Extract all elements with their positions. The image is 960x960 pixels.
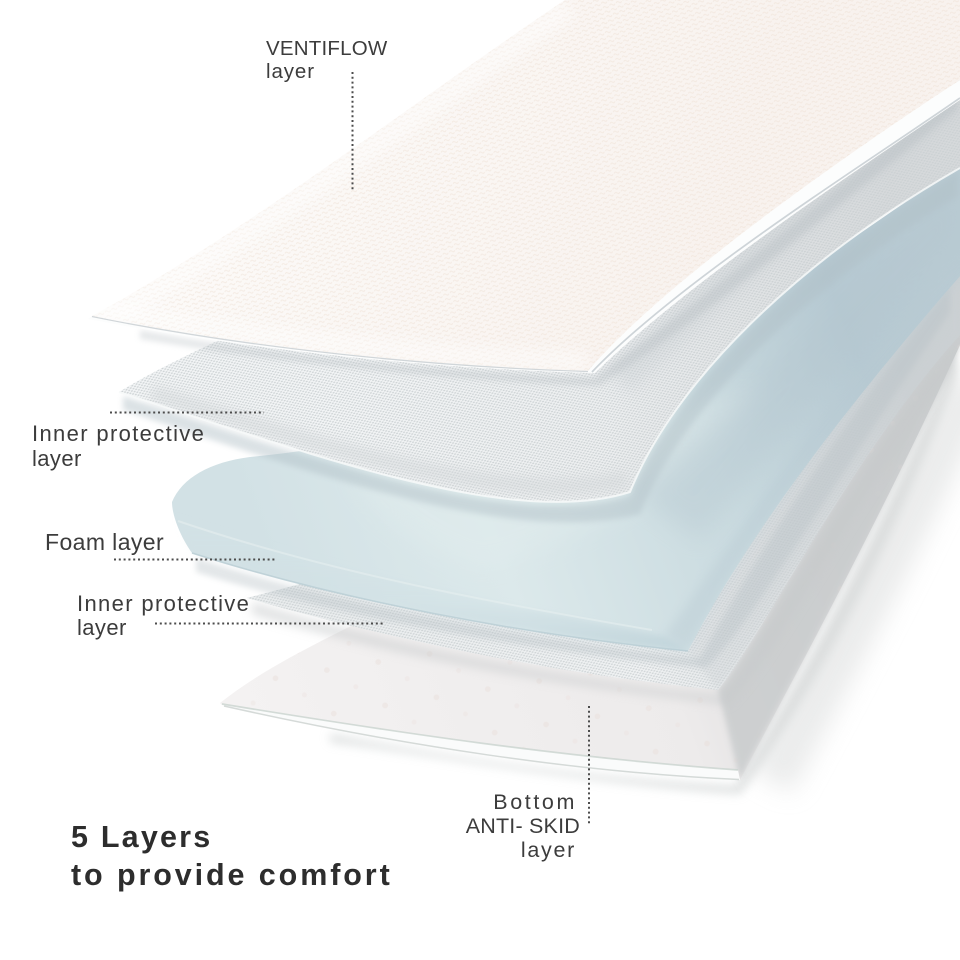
svg-text:Bottom: Bottom [493,790,577,814]
svg-text:layer: layer [266,60,315,83]
svg-text:layer: layer [521,838,576,862]
svg-text:ANTI- SKID: ANTI- SKID [466,814,580,838]
svg-text:layer: layer [32,446,82,471]
svg-text:VENTIFLOW: VENTIFLOW [266,37,388,60]
svg-text:to provide comfort: to provide comfort [71,858,393,892]
svg-text:Inner protective: Inner protective [77,591,250,616]
svg-text:Inner protective: Inner protective [32,421,205,446]
svg-text:layer: layer [77,615,127,640]
svg-text:5 Layers: 5 Layers [71,820,212,854]
svg-text:Foam layer: Foam layer [45,529,164,555]
